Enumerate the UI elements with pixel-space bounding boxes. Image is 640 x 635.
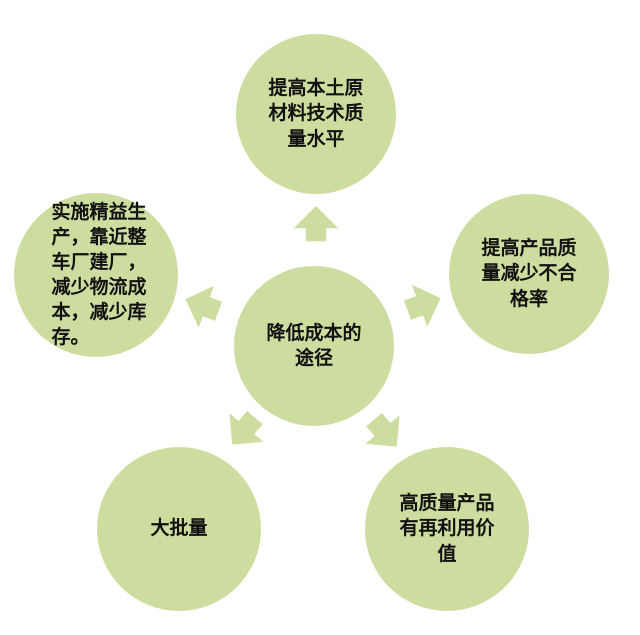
node-left: 实施精益生 产，靠近整 车厂建厂， 减少物流成 本，减少库 存。 — [14, 193, 178, 357]
node-right: 提高产品质 量减少不合 格率 — [449, 194, 609, 354]
center-node-label: 降低成本的 途径 — [266, 321, 362, 369]
arrow-to-right — [402, 282, 443, 331]
arrow-to-top — [290, 203, 342, 243]
node-bottom-left-label: 大批量 — [150, 517, 208, 540]
arrow-to-left — [183, 283, 224, 332]
node-bottom-left: 大批量 — [97, 447, 261, 611]
node-top-label: 提高本土原 材料技术质 量水平 — [268, 77, 364, 150]
node-bottom-right: 高质量产品 有再利用价 值 — [365, 447, 529, 611]
node-bottom-right-label: 高质量产品 有再利用价 值 — [399, 492, 495, 565]
center-node: 降低成本的 途径 — [234, 266, 394, 426]
node-right-label: 提高产品质 量减少不合 格率 — [481, 237, 577, 310]
arrow-to-bottom-left — [227, 408, 268, 447]
arrow-to-bottom-right — [361, 410, 402, 449]
node-top: 提高本土原 材料技术质 量水平 — [236, 34, 396, 194]
node-left-label: 实施精益生 产，靠近整 车厂建厂， 减少物流成 本，减少库 存。 — [51, 200, 147, 349]
